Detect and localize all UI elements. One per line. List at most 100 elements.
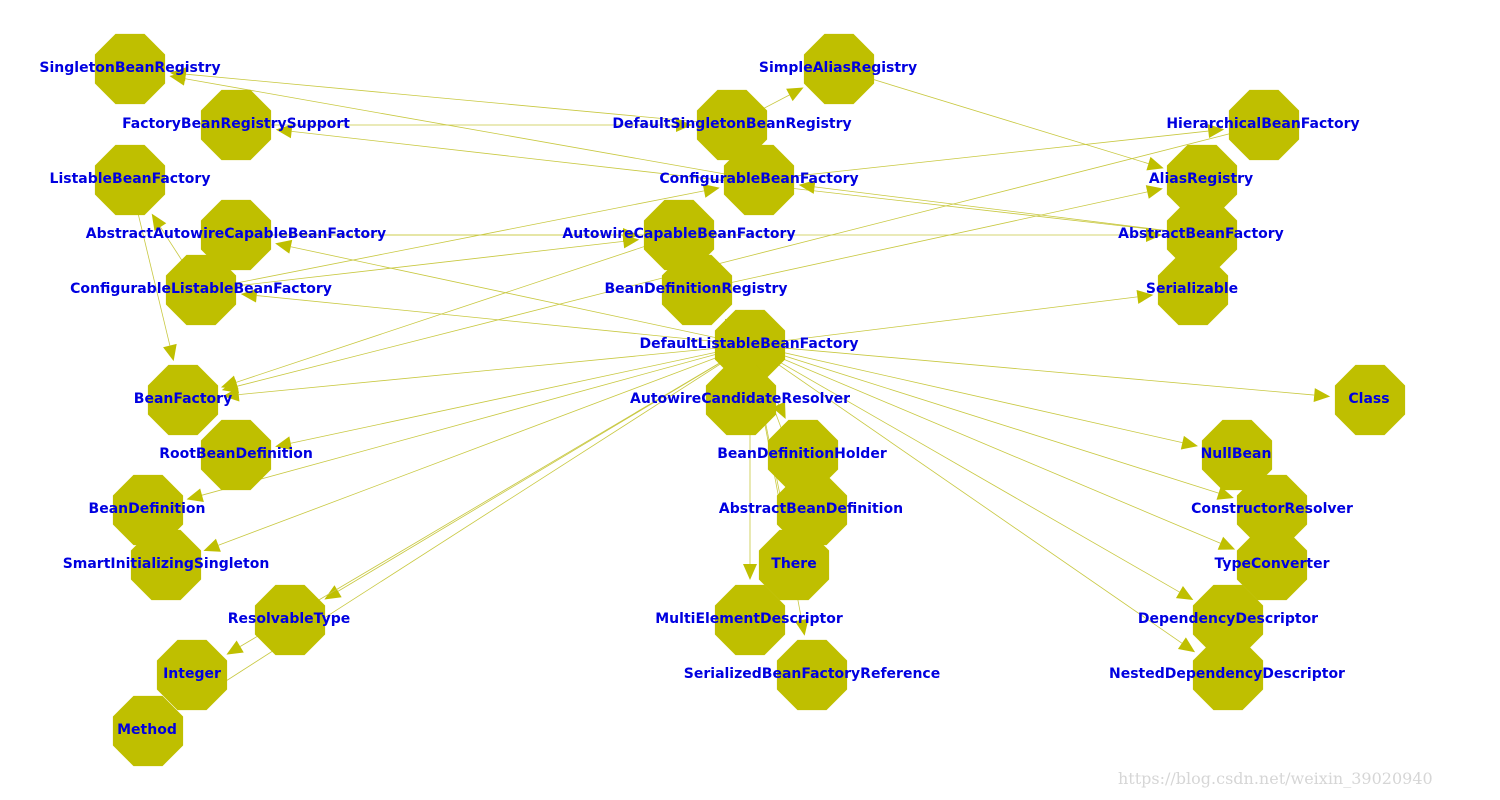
arrowhead-smart-initializing-singleton [203, 538, 221, 552]
edge-default-listable-bean-factory-to-constructor-resolver [749, 344, 1219, 494]
node-default-singleton-bean-registry [696, 89, 768, 161]
arrowhead-default-singleton-bean-registry [676, 118, 692, 132]
label-layer: SingletonBeanRegistry SimpleAliasRegistry… [39, 60, 1389, 738]
edge-autowire-capable-bean-factory-to-bean-factory [236, 234, 680, 383]
edge-configurable-bean-factory-to-singleton-bean-registry [185, 78, 760, 181]
arrowhead-type-converter [1217, 536, 1236, 550]
label-default-listable-bean-factory: DefaultListableBeanFactory [639, 336, 858, 352]
node-resolvable-type [254, 584, 326, 656]
arrowhead-bean-factory [220, 375, 239, 389]
node-dependency-descriptor [1192, 584, 1264, 656]
node-multi-element-descriptor [714, 584, 786, 656]
label-autowire-capable-bean-factory: AutowireCapableBeanFactory [562, 226, 795, 242]
label-multi-element-descriptor: MultiElementDescriptor [655, 611, 843, 627]
edge-default-listable-bean-factory-to-root-bean-definition [290, 344, 751, 444]
label-serializable: Serializable [1146, 281, 1238, 297]
arrowhead-dependency-descriptor [1175, 586, 1194, 601]
arrowhead-simple-alias-registry [786, 87, 804, 102]
arrowhead-configurable-bean-factory [798, 179, 816, 194]
edge-configurable-bean-factory-to-hierarchical-bean-factory [758, 130, 1209, 181]
edge-default-listable-bean-factory-to-configurable-listable-bean-factory [256, 295, 751, 346]
label-bean-definition-registry: BeanDefinitionRegistry [604, 281, 787, 297]
label-nested-dependency-descriptor: NestedDependencyDescriptor [1109, 666, 1345, 682]
node-simple-alias-registry [803, 33, 875, 105]
arrowhead-hierarchical-bean-factory [1207, 124, 1225, 139]
node-serializable [1157, 254, 1229, 326]
arrowhead-bean-factory [163, 343, 177, 362]
label-singleton-bean-registry: SingletonBeanRegistry [39, 60, 220, 76]
edge-simple-alias-registry-to-alias-registry [838, 68, 1149, 165]
arrowhead-bean-factory [222, 387, 240, 402]
label-factory-bean-registry-support: FactoryBeanRegistrySupport [122, 116, 350, 132]
edge-default-listable-bean-factory-to-bean-factory [238, 344, 751, 395]
edge-default-listable-bean-factory-to-nested-dependency-descriptor [749, 344, 1183, 644]
edge-default-listable-bean-factory-to-bean-definition [201, 344, 751, 496]
node-bean-factory [147, 364, 219, 436]
label-bean-definition: BeanDefinition [89, 501, 206, 517]
watermark-url: https://blog.csdn.net/weixin_39020940 [1118, 769, 1433, 788]
node-class [1334, 364, 1406, 436]
arrowhead-abstract-bean-factory [1146, 228, 1162, 242]
arrowhead-serialized-bean-factory-reference [794, 618, 809, 636]
arrowhead-singleton-bean-registry [169, 71, 187, 86]
label-hierarchical-bean-factory: HierarchicalBeanFactory [1166, 116, 1359, 132]
arrowhead-autowire-capable-bean-factory [622, 234, 640, 249]
label-method: Method [117, 722, 177, 738]
label-default-singleton-bean-registry: DefaultSingletonBeanRegistry [612, 116, 851, 132]
label-type-converter: TypeConverter [1214, 556, 1329, 572]
arrowhead-configurable-listable-bean-factory [240, 288, 258, 303]
edge-abstract-bean-factory-to-configurable-bean-factory [814, 186, 1203, 236]
node-default-listable-bean-factory [714, 309, 786, 381]
edge-layer [129, 67, 1331, 710]
label-null-bean: NullBean [1201, 446, 1272, 462]
node-alias-registry [1166, 144, 1238, 216]
node-abstract-autowire-capable-bean-factory [200, 199, 272, 271]
node-nested-dependency-descriptor [1192, 639, 1264, 711]
arrowhead-factory-bean-registry-support [275, 124, 293, 139]
label-autowire-candidate-resolver: AutowireCandidateResolver [630, 391, 850, 407]
edge-default-listable-bean-factory-to-class [749, 344, 1315, 396]
node-type-converter [1236, 529, 1308, 601]
arrowhead-configurable-bean-factory [702, 183, 720, 198]
node-abstract-bean-factory [1166, 199, 1238, 271]
label-abstract-autowire-capable-bean-factory: AbstractAutowireCapableBeanFactory [86, 226, 386, 242]
arrowhead-multi-element-descriptor [743, 564, 757, 580]
label-configurable-bean-factory: ConfigurableBeanFactory [659, 171, 858, 187]
node-method [112, 695, 184, 767]
edge-bean-definition-registry-to-alias-registry [696, 191, 1148, 291]
arrowhead-listable-bean-factory [151, 213, 167, 231]
label-bean-definition-holder: BeanDefinitionHolder [717, 446, 887, 462]
node-constructor-resolver [1236, 474, 1308, 546]
label-constructor-resolver: ConstructorResolver [1191, 501, 1353, 517]
label-abstract-bean-definition: AbstractBeanDefinition [719, 501, 903, 517]
label-class: Class [1348, 391, 1389, 407]
edge-default-listable-bean-factory-to-null-bean [749, 344, 1183, 444]
label-listable-bean-factory: ListableBeanFactory [50, 171, 211, 187]
node-autowire-candidate-resolver [705, 364, 777, 436]
arrowhead-alias-registry [1145, 185, 1163, 199]
node-hierarchical-bean-factory [1228, 89, 1300, 161]
edge-default-listable-bean-factory-to-smart-initializing-singleton [218, 344, 751, 546]
node-factory-bean-registry-support [200, 89, 272, 161]
node-configurable-bean-factory [723, 144, 795, 216]
edge-configurable-listable-bean-factory-to-configurable-bean-factory [200, 190, 705, 291]
arrowhead-constructor-resolver [1216, 486, 1234, 500]
label-serialized-bean-factory-reference: SerializedBeanFactoryReference [684, 666, 940, 682]
label-dependency-descriptor: DependencyDescriptor [1138, 611, 1318, 627]
edge-default-listable-bean-factory-to-integer [239, 344, 751, 647]
node-bean-definition [112, 474, 184, 546]
arrowhead-integer [226, 640, 244, 655]
arrowhead-class [1313, 388, 1331, 403]
edge-hierarchical-bean-factory-to-bean-factory [237, 124, 1265, 387]
node-listable-bean-factory [94, 144, 166, 216]
node-serialized-bean-factory-reference [776, 639, 848, 711]
label-resolvable-type: ResolvableType [228, 611, 350, 627]
label-simple-alias-registry: SimpleAliasRegistry [759, 60, 917, 76]
arrowhead-nested-dependency-descriptor [1177, 637, 1196, 653]
edge-default-listable-bean-factory-to-abstract-autowire-capable-bean-factory [290, 246, 751, 346]
node-configurable-listable-bean-factory [165, 254, 237, 326]
arrowhead-null-bean [1180, 435, 1198, 450]
node-layer [94, 33, 1406, 767]
label-alias-registry: AliasRegistry [1149, 171, 1253, 187]
